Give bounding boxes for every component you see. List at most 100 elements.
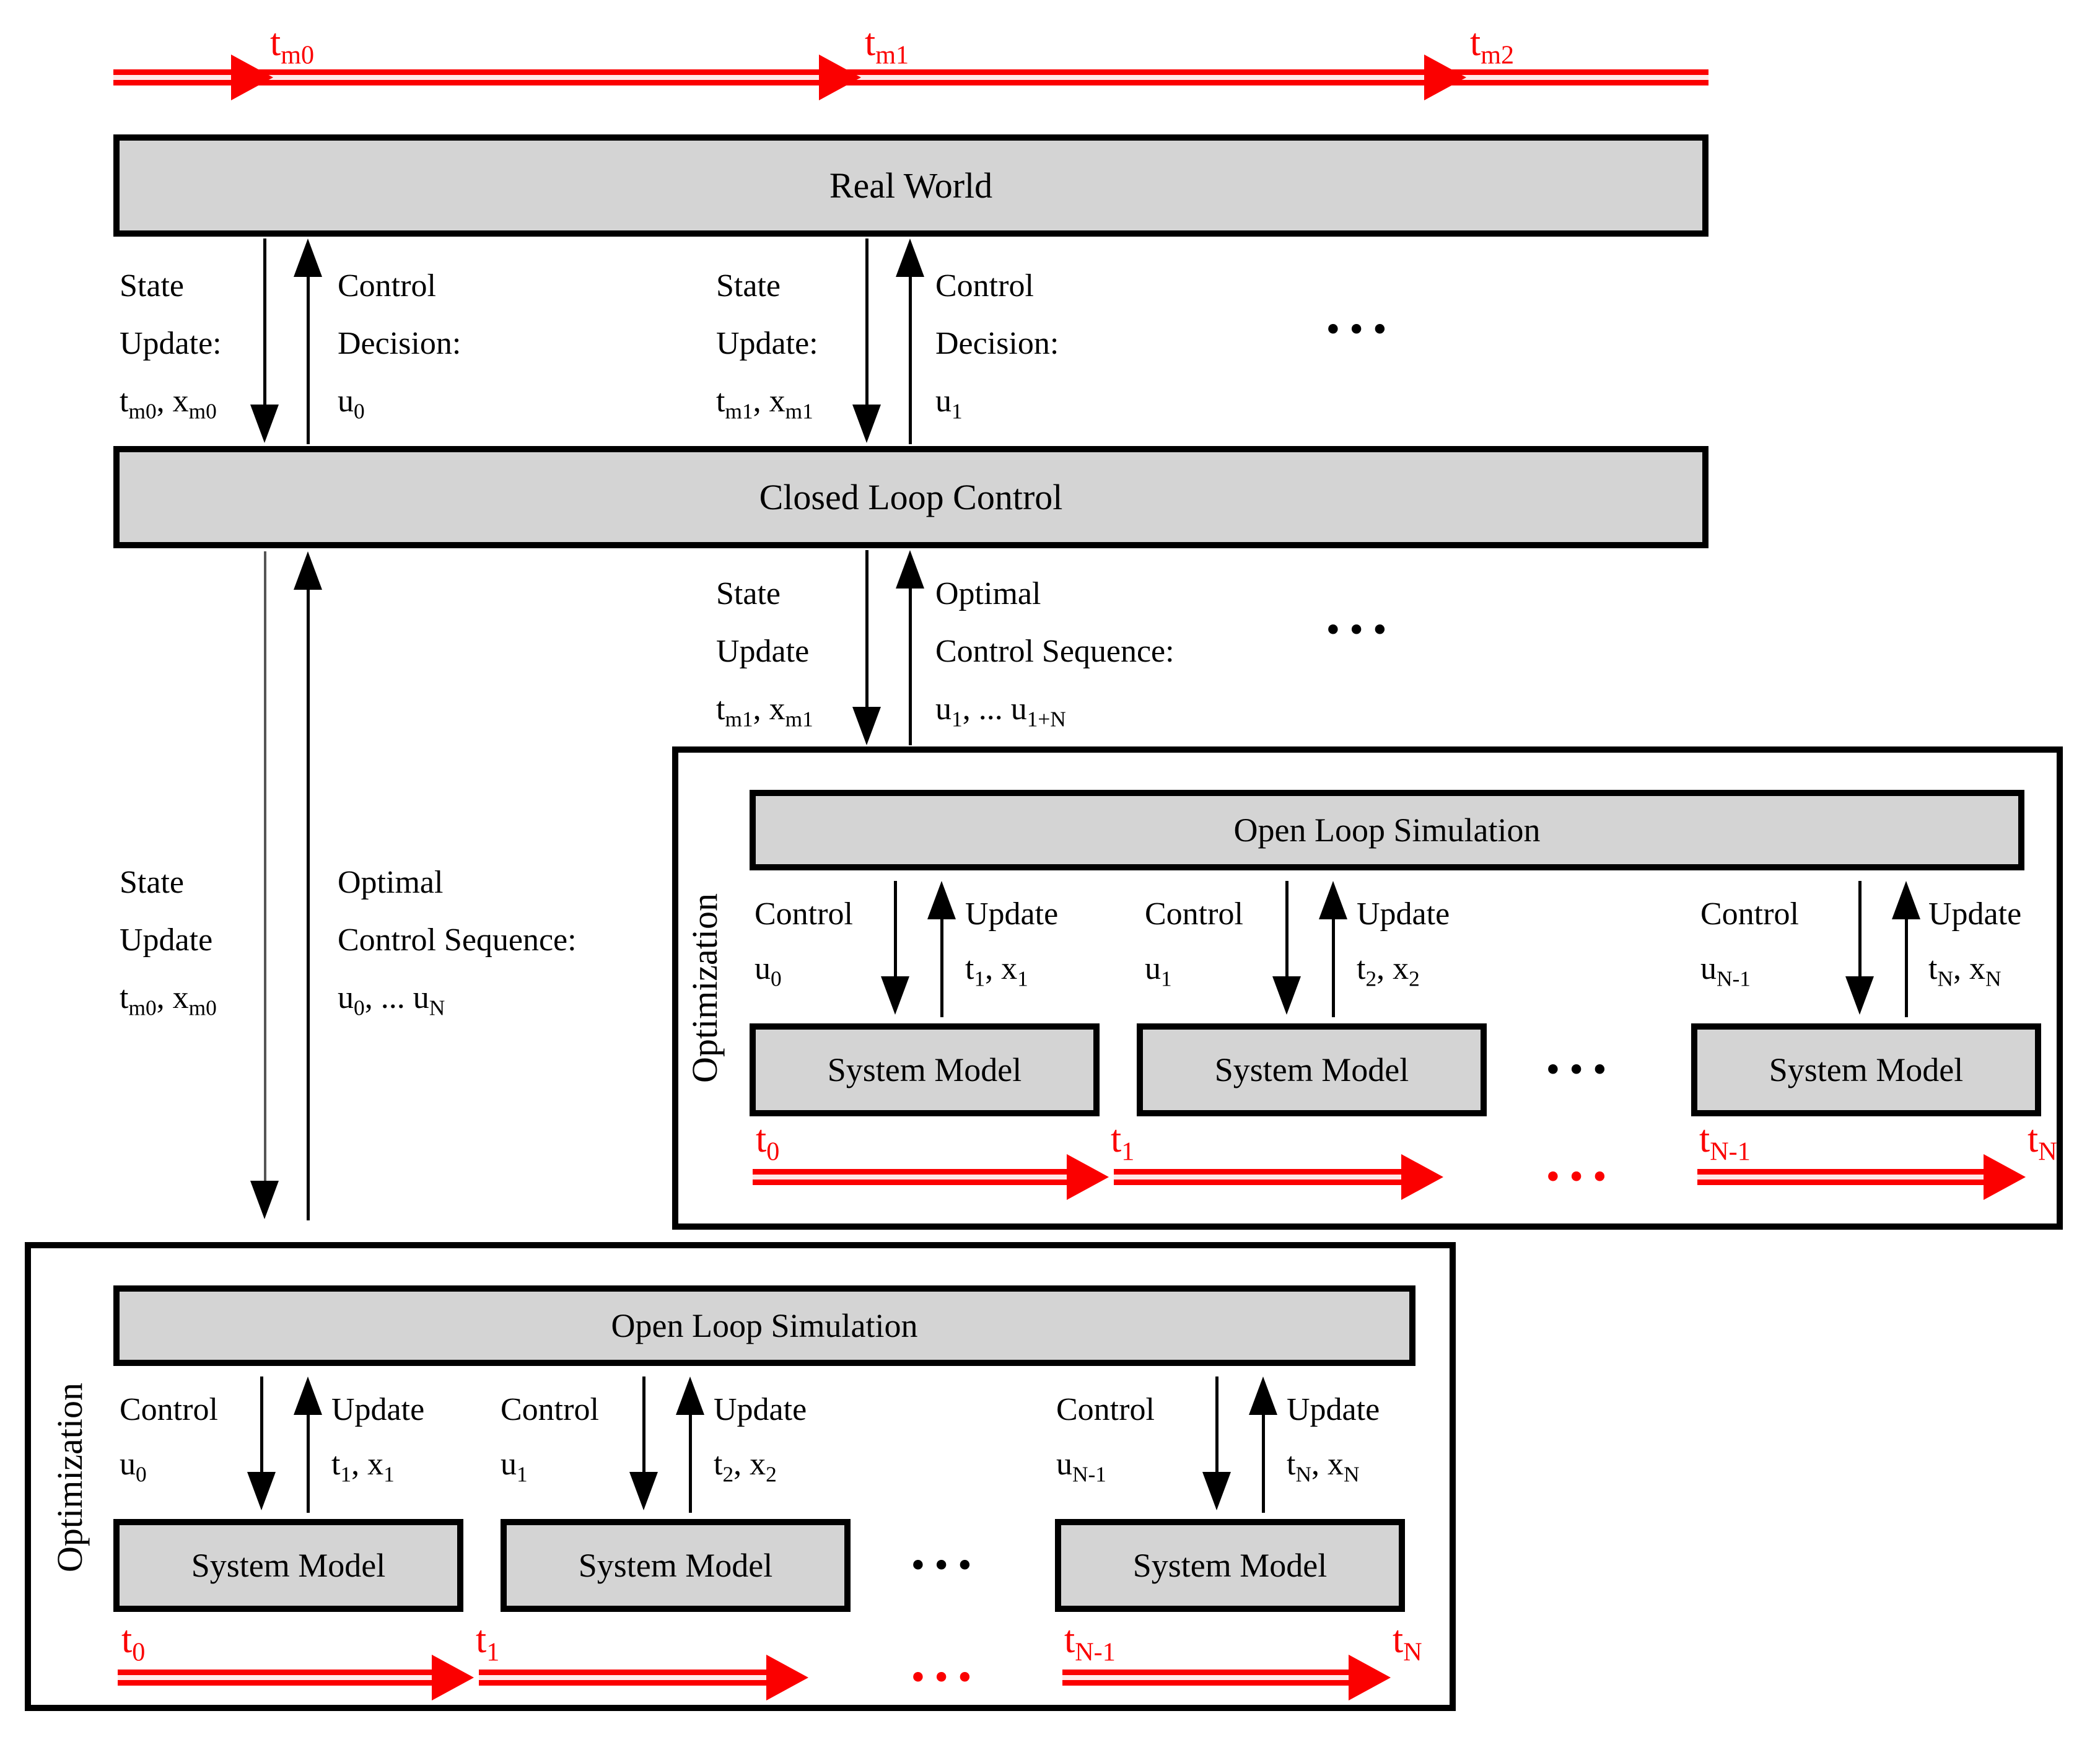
sim-time-axis-segment [118,1670,434,1686]
control-arrow-line [642,1377,645,1473]
label-row: State [716,268,781,304]
control-label: Control u1 [1145,887,1243,996]
state-update-arrow-head [852,405,881,443]
label-row: uN-1 [1700,951,1751,991]
state-update-arrow-line [263,239,266,406]
system-model-box: System Model [750,1023,1100,1116]
state-update-arrow-head [250,405,279,443]
sim-time-axis-segment [753,1169,1069,1185]
state-update-arrow-line [865,550,868,708]
real-time-axis [113,69,1708,85]
closed-loop-control-title: Closed Loop Control [759,477,1063,517]
optimization-label: Optimization [49,1382,90,1573]
state-update-arrow-line [865,239,868,406]
system-model-box: System Model [113,1519,463,1612]
state-update-arrow-head [852,707,881,745]
state-update-label: State Update tm0, xm0 [120,854,217,1026]
time-label: tN-1 [1699,1118,1751,1166]
label-row: Control [1056,1392,1155,1427]
sim-time-arrowhead [1349,1655,1391,1700]
label-row: u1, ... u1+N [935,691,1066,732]
label-row: u0 [120,1447,147,1487]
open-loop-simulation-title: Open Loop Simulation [1233,812,1541,849]
system-model-box: System Model [501,1519,851,1612]
time-marker-label: tm2 [1470,22,1515,70]
label-row: Decision: [338,326,462,361]
label-row: t2, x2 [1357,951,1420,991]
label-row: tm0, xm0 [120,980,217,1020]
optimal-sequence-label: Optimal Control Sequence: u1, ... u1+N [935,565,1175,738]
update-arrow-head [1249,1377,1277,1415]
label-row: Control Sequence: [338,922,577,958]
time-label: tN-1 [1064,1619,1116,1667]
label-row: Update [120,922,213,958]
state-update-label: State Update: tm1, xm1 [716,257,818,430]
label-row: Update [714,1392,807,1427]
time-label: t0 [121,1619,146,1667]
control-label: Control u0 [755,887,853,996]
label-row: Control [755,896,853,932]
optimal-sequence-arrow-line [909,589,912,745]
update-arrow-head [676,1377,704,1415]
update-arrow-line [940,919,943,1017]
label-row: u1 [501,1447,528,1487]
time-ellipsis: ... [1546,1127,1616,1193]
more-exchanges-ellipsis: ... [1326,580,1396,646]
label-row: State [120,268,184,304]
control-arrow-head [1845,976,1874,1015]
update-label: Update t2, x2 [1357,887,1450,996]
state-update-label: State Update tm1, xm1 [716,565,813,738]
sim-time-arrowhead [1067,1154,1109,1200]
time-marker-arrowhead [1424,55,1466,100]
label-row: Update [331,1392,425,1427]
update-label: Update tN, xN [1928,887,2021,996]
update-arrow-head [294,1377,322,1415]
label-row: Control [1700,896,1799,932]
state-update-arrow-head [250,1181,279,1219]
optimal-sequence-arrow-line [307,590,310,1220]
open-loop-simulation-box: Open Loop Simulation [750,790,2024,870]
control-decision-label: Control Decision: u1 [935,257,1059,430]
label-row: tN, xN [1287,1447,1360,1487]
label-row: Update [1287,1392,1380,1427]
label-row: Update [1357,896,1450,932]
control-arrow-head [881,976,909,1015]
time-marker-label: tm1 [865,22,909,70]
label-row: Update [716,634,810,669]
optimization-label: Optimization [684,893,725,1083]
label-row: Update [965,896,1059,932]
optimal-sequence-arrow-head [294,551,322,590]
more-models-ellipsis: ... [911,1516,981,1582]
update-arrow-line [1905,919,1908,1017]
system-model-title: System Model [827,1051,1022,1088]
sim-time-axis-segment [1062,1670,1351,1686]
update-arrow-line [1332,919,1335,1017]
time-marker-label: tm0 [270,22,315,70]
update-arrow-line [1262,1415,1265,1513]
label-row: Optimal [338,865,444,900]
system-model-title: System Model [1214,1051,1409,1088]
update-arrow-line [689,1415,692,1513]
update-arrow-head [927,881,956,919]
time-label: tN [2028,1118,2057,1166]
sim-time-arrowhead [1984,1154,2026,1200]
state-update-arrow-line [264,551,266,1182]
update-arrow-head [1892,881,1920,919]
label-row: uN-1 [1056,1447,1106,1487]
label-row: Decision: [935,326,1059,361]
update-arrow-head [1319,881,1347,919]
sim-time-axis-segment [479,1670,769,1686]
label-row: t1, x1 [965,951,1028,991]
system-model-title: System Model [1769,1051,1964,1088]
control-arrow-line [260,1377,263,1473]
time-marker-arrowhead [231,55,273,100]
control-label: Control u1 [501,1383,599,1492]
control-decision-label: Control Decision: u0 [338,257,461,430]
control-arrow-head [247,1472,276,1510]
time-marker-arrowhead [819,55,861,100]
control-decision-arrow-head [294,239,322,277]
label-row: State [716,576,781,611]
control-arrow-line [1285,881,1288,977]
label-row: Update: [716,326,818,361]
label-row: u0 [338,383,365,424]
